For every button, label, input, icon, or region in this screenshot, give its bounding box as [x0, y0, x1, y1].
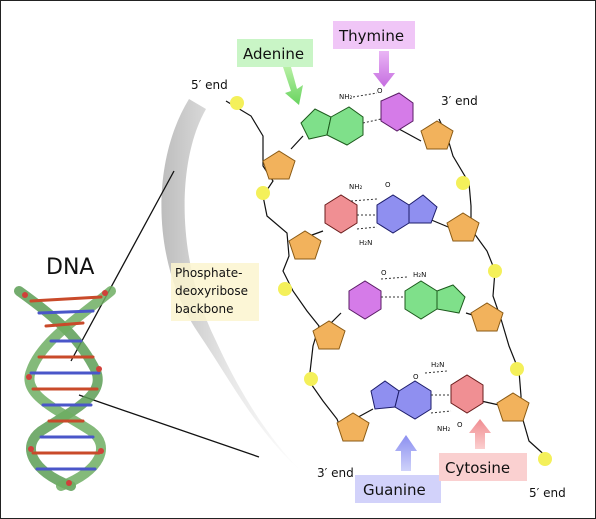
guanine-label-bg — [355, 475, 441, 503]
thymine-base-row3 — [348, 280, 382, 320]
thymine-base-top — [380, 92, 414, 132]
zoom-line-bottom — [78, 394, 260, 458]
cytosine-label-bg — [439, 453, 527, 481]
atom-labels: NH₂ O NH₂ O H₂N O H₂N H₂N O NH₂ O — [339, 87, 463, 433]
cytosine-label: Cytosine — [445, 459, 510, 477]
guanine-base-row2 — [376, 194, 438, 234]
cytosine-base-row2 — [324, 194, 358, 234]
guanine-base-row4 — [370, 380, 432, 420]
end-label-top-left: 5′ end — [191, 78, 228, 92]
svg-text:H₂N: H₂N — [431, 361, 444, 369]
dna-helix-model — [14, 286, 116, 491]
svg-text:H₂N: H₂N — [413, 271, 426, 279]
svg-text:O: O — [377, 87, 383, 95]
end-label-bottom-left: 3′ end — [317, 466, 354, 480]
svg-text:O: O — [381, 269, 387, 277]
hydrogen-bonds — [350, 92, 452, 414]
dna-title: DNA — [46, 255, 94, 280]
adenine-arrow — [283, 67, 303, 105]
backbone-label-line3: backbone — [175, 302, 233, 316]
backbone-label-line1: Phosphate- — [175, 266, 242, 280]
svg-text:H₂N: H₂N — [359, 239, 372, 247]
adenine-base-top — [300, 106, 364, 146]
svg-text:NH₂: NH₂ — [349, 183, 363, 191]
zoom-line-top — [70, 170, 175, 362]
phosphate-groups — [230, 96, 552, 466]
adenine-base-row3 — [404, 280, 466, 320]
cytosine-base-row4 — [450, 374, 484, 414]
backbone-label-bg — [171, 263, 259, 321]
deoxyribose-sugars — [262, 120, 530, 442]
adenine-label-bg — [237, 39, 313, 67]
svg-text:NH₂: NH₂ — [339, 93, 353, 101]
svg-text:NH₂: NH₂ — [437, 425, 451, 433]
end-label-top-right: 3′ end — [441, 94, 478, 108]
cytosine-arrow — [469, 419, 491, 449]
guanine-arrow — [395, 435, 417, 471]
backbone-label-line2: deoxyribose — [175, 284, 248, 298]
thymine-label: Thymine — [338, 27, 404, 45]
thymine-label-bg — [333, 21, 415, 49]
end-label-bottom-right: 5′ end — [529, 486, 566, 500]
svg-text:O: O — [457, 421, 463, 429]
guanine-label: Guanine — [363, 481, 426, 499]
svg-text:O: O — [385, 181, 391, 189]
adenine-label: Adenine — [243, 45, 304, 63]
thymine-arrow — [373, 51, 395, 87]
svg-text:O: O — [413, 373, 419, 381]
